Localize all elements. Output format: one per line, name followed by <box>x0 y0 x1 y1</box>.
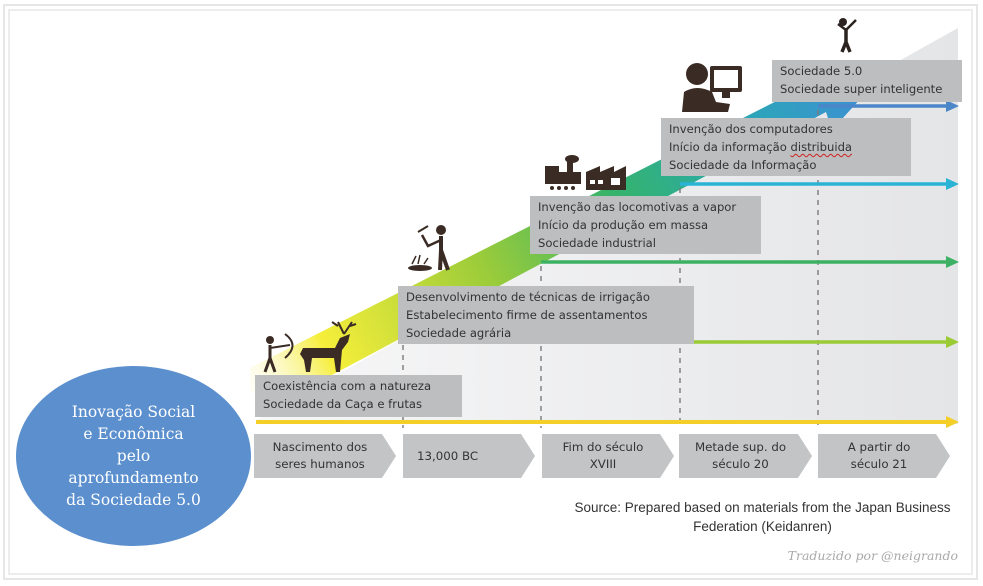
stage-line: Invenção das locomotivas a vapor <box>538 200 737 214</box>
stage-line: Desenvolvimento de técnicas de irrigação <box>406 290 650 304</box>
spellcheck-flagged-word: distribuida <box>790 140 853 154</box>
computer-user-icon <box>682 63 742 112</box>
arrowhead-industrial <box>946 256 959 268</box>
factory-icon <box>586 166 626 190</box>
timeline-step-3: Fim do século XVIII <box>542 434 674 478</box>
stage-line: Invenção dos computadores <box>669 122 833 136</box>
stage-box-industrial: Invenção das locomotivas a vapor Início … <box>530 196 761 254</box>
stage-box-society5: Sociedade 5.0 Sociedade super inteligent… <box>772 60 962 102</box>
stage-box-information: Invenção dos computadores Início da info… <box>661 118 911 176</box>
stage-line: Sociedade agrária <box>406 326 512 340</box>
locomotive-icon <box>545 155 581 190</box>
timeline-step-2: 13,000 BC <box>403 434 535 478</box>
arrowhead-society5 <box>946 100 959 112</box>
stage-line: Sociedade da Caça e frutas <box>263 397 423 411</box>
stage-line: Sociedade da Informação <box>669 158 817 172</box>
inner-frame <box>8 9 973 575</box>
farmer-icon <box>408 225 450 271</box>
arrowhead-hunting <box>946 416 959 428</box>
arrowhead-agrarian <box>946 336 959 348</box>
stage-line: Início da produção em massa <box>538 218 709 232</box>
hunter-icon <box>263 333 294 373</box>
title-circle: Inovação Social e Econômica pelo aprofun… <box>16 366 251 546</box>
timeline-step-5: A partir do século 21 <box>818 434 950 478</box>
stage-line: Coexistência com a natureza <box>263 379 432 393</box>
cheering-person-icon <box>837 18 857 53</box>
deer-icon <box>300 321 357 372</box>
timeline-step-1: Nascimento dos seres humanos <box>254 434 396 478</box>
translation-credit: Traduzido por @neigrando <box>787 548 958 563</box>
stage-line: Início da informação distribuida <box>669 140 853 154</box>
arrowhead-information <box>946 178 959 190</box>
stage-line: Sociedade industrial <box>538 236 656 250</box>
stage-line: Sociedade 5.0 <box>780 64 863 78</box>
source-note: Source: Prepared based on materials from… <box>574 500 951 534</box>
timeline-step-4: Metade sup. do século 20 <box>679 434 812 478</box>
stage-box-agrarian: Desenvolvimento de técnicas de irrigação… <box>398 286 694 344</box>
outer-frame <box>3 4 978 580</box>
title-circle-text: Inovação Social e Econômica pelo aprofun… <box>66 403 201 509</box>
stage-line: Estabelecimento firme de assentamentos <box>406 308 648 322</box>
stage-line: Sociedade super inteligente <box>780 82 943 96</box>
stage-box-hunting: Coexistência com a natureza Sociedade da… <box>255 375 462 417</box>
